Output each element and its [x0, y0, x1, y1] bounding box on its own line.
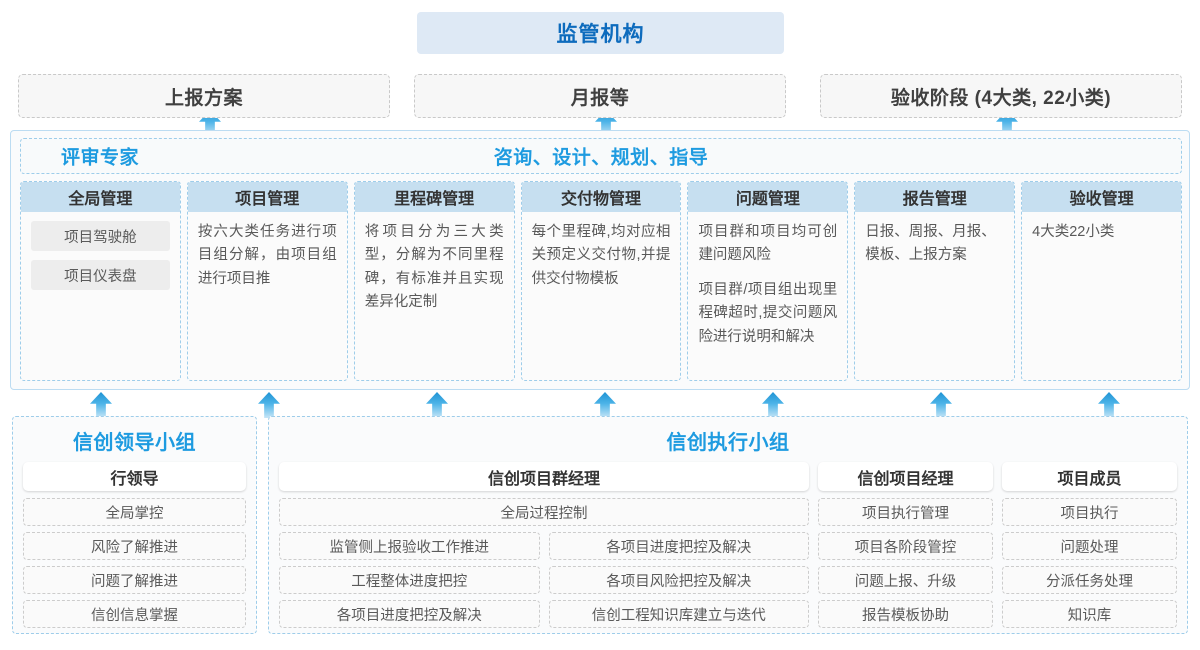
item-pill[interactable]: 项目驾驶舱 — [31, 221, 170, 251]
management-band-header: 评审专家 咨询、设计、规划、指导 — [20, 138, 1182, 174]
task-item[interactable]: 项目执行管理 — [818, 498, 993, 526]
task-item[interactable]: 全局掌控 — [23, 498, 246, 526]
task-item[interactable]: 报告模板协助 — [818, 600, 993, 628]
column-header: 交付物管理 — [521, 182, 681, 212]
management-band: 评审专家 咨询、设计、规划、指导 全局管理 项目驾驶舱 项目仪表盘 项目管理 按… — [10, 130, 1190, 390]
arrow-up-to-column-3 — [426, 392, 448, 418]
column-header: 验收管理 — [1022, 182, 1182, 212]
report-row: 上报方案 月报等 验收阶段 (4大类, 22小类) — [0, 74, 1200, 118]
column-deliverable-management[interactable]: 交付物管理 每个里程碑,均对应相关预定义交付物,并提供交付物模板 — [520, 181, 682, 381]
column-body: 将项目分为三大类型，分解为不同里程碑，有标准并且实现差异化定制 — [355, 212, 514, 380]
task-item[interactable]: 知识库 — [1002, 600, 1177, 628]
column-header: 全局管理 — [21, 182, 180, 212]
role-header[interactable]: 信创项目经理 — [818, 462, 993, 491]
task-item[interactable]: 工程整体进度把控 — [279, 566, 540, 594]
report-box-acceptance: 验收阶段 (4大类, 22小类) — [820, 74, 1182, 118]
task-item[interactable]: 问题处理 — [1002, 532, 1177, 560]
column-header: 里程碑管理 — [354, 182, 514, 212]
task-item[interactable]: 风险了解推进 — [23, 532, 246, 560]
task-item[interactable]: 各项目进度把控及解决 — [548, 532, 809, 560]
program-manager-subcolumn-right: 各项目进度把控及解决 各项目风险把控及解决 信创工程知识库建立与迭代 — [548, 532, 809, 628]
column-body: 项目群和项目均可创建问题风险 项目群/项目组出现里程碑超时,提交问题风险进行说明… — [688, 212, 847, 380]
column-issue-management[interactable]: 问题管理 项目群和项目均可创建问题风险 项目群/项目组出现里程碑超时,提交问题风… — [687, 181, 849, 381]
column-header: 报告管理 — [855, 182, 1015, 212]
group-leadership: 信创领导小组 行领导 全局掌控 风险了解推进 问题了解推进 信创信息掌握 — [12, 416, 257, 634]
arrow-up-to-column-2 — [258, 392, 280, 418]
group-execution: 信创执行小组 信创项目群经理 全局过程控制 监管侧上报验收工作推进 工程整体进度… — [268, 416, 1188, 634]
column-text: 将项目分为三大类型，分解为不同里程碑，有标准并且实现差异化定制 — [364, 224, 504, 311]
arrow-up-to-column-1 — [90, 392, 112, 418]
task-item[interactable]: 项目各阶段管控 — [818, 532, 993, 560]
column-header: 项目管理 — [187, 182, 347, 212]
arrow-up-to-column-5 — [762, 392, 784, 418]
column-report-management[interactable]: 报告管理 日报、周报、月报、模板、上报方案 — [854, 181, 1016, 381]
role-header[interactable]: 行领导 — [23, 462, 246, 491]
arrow-up-to-column-4 — [594, 392, 616, 418]
task-item[interactable]: 各项目风险把控及解决 — [548, 566, 809, 594]
group-title: 信创执行小组 — [666, 432, 790, 454]
task-item[interactable]: 问题上报、升级 — [818, 566, 993, 594]
review-experts-label: 评审专家 — [61, 147, 140, 169]
role-column-project-member: 项目成员 项目执行 问题处理 分派任务处理 知识库 — [1002, 462, 1177, 628]
role-column-project-manager: 信创项目经理 项目执行管理 项目各阶段管控 问题上报、升级 报告模板协助 — [818, 462, 993, 628]
column-text: 按六大类任务进行项目组分解，由项目组进行项目推 — [197, 224, 337, 287]
column-body: 按六大类任务进行项目组分解，由项目组进行项目推 — [188, 212, 347, 380]
arrow-up-to-column-7 — [1098, 392, 1120, 418]
column-text: 项目群和项目均可创建问题风险 — [698, 224, 838, 264]
column-project-management[interactable]: 项目管理 按六大类任务进行项目组分解，由项目组进行项目推 — [186, 181, 348, 381]
column-body: 日报、周报、月报、模板、上报方案 — [855, 212, 1014, 380]
task-item[interactable]: 分派任务处理 — [1002, 566, 1177, 594]
column-header: 问题管理 — [688, 182, 848, 212]
column-global-management[interactable]: 全局管理 项目驾驶舱 项目仪表盘 — [20, 181, 181, 381]
role-column-program-manager: 信创项目群经理 全局过程控制 监管侧上报验收工作推进 工程整体进度把控 各项目进… — [279, 462, 809, 628]
program-manager-subcolumn-left: 监管侧上报验收工作推进 工程整体进度把控 各项目进度把控及解决 — [279, 532, 540, 628]
management-columns: 全局管理 项目驾驶舱 项目仪表盘 项目管理 按六大类任务进行项目组分解，由项目组… — [20, 181, 1183, 381]
group-columns: 信创项目群经理 全局过程控制 监管侧上报验收工作推进 工程整体进度把控 各项目进… — [269, 462, 1187, 638]
task-item[interactable]: 全局过程控制 — [279, 498, 809, 526]
teams-band: 信创领导小组 行领导 全局掌控 风险了解推进 问题了解推进 信创信息掌握 信创执… — [0, 416, 1200, 640]
role-header[interactable]: 信创项目群经理 — [279, 462, 809, 491]
item-pill[interactable]: 项目仪表盘 — [31, 260, 170, 290]
task-item[interactable]: 项目执行 — [1002, 498, 1177, 526]
group-title: 信创领导小组 — [73, 432, 196, 454]
arrow-up-to-column-6 — [930, 392, 952, 418]
column-text: 4大类22小类 — [1032, 224, 1115, 240]
task-item[interactable]: 问题了解推进 — [23, 566, 246, 594]
program-manager-subcolumns: 监管侧上报验收工作推进 工程整体进度把控 各项目进度把控及解决 各项目进度把控及… — [279, 532, 809, 628]
column-body: 项目驾驶舱 项目仪表盘 — [21, 212, 180, 380]
column-text: 每个里程碑,均对应相关预定义交付物,并提供交付物模板 — [531, 224, 671, 287]
report-box-monthly: 月报等 — [414, 74, 786, 118]
column-body: 每个里程碑,均对应相关预定义交付物,并提供交付物模板 — [522, 212, 681, 380]
column-text: 项目群/项目组出现里程碑超时,提交问题风险进行说明和解决 — [698, 281, 838, 345]
column-acceptance-management[interactable]: 验收管理 4大类22小类 — [1021, 181, 1183, 381]
role-header[interactable]: 项目成员 — [1002, 462, 1177, 491]
regulator-box: 监管机构 — [417, 12, 784, 54]
column-milestone-management[interactable]: 里程碑管理 将项目分为三大类型，分解为不同里程碑，有标准并且实现差异化定制 — [353, 181, 515, 381]
column-text: 日报、周报、月报、模板、上报方案 — [865, 224, 996, 264]
group-body: 行领导 全局掌控 风险了解推进 问题了解推进 信创信息掌握 — [13, 462, 256, 638]
report-box-plan: 上报方案 — [18, 74, 390, 118]
task-item[interactable]: 各项目进度把控及解决 — [279, 600, 540, 628]
task-item[interactable]: 信创信息掌握 — [23, 600, 246, 628]
consulting-label: 咨询、设计、规划、指导 — [493, 147, 709, 169]
task-item[interactable]: 监管侧上报验收工作推进 — [279, 532, 540, 560]
column-body: 4大类22小类 — [1022, 212, 1181, 380]
task-item[interactable]: 信创工程知识库建立与迭代 — [548, 600, 809, 628]
